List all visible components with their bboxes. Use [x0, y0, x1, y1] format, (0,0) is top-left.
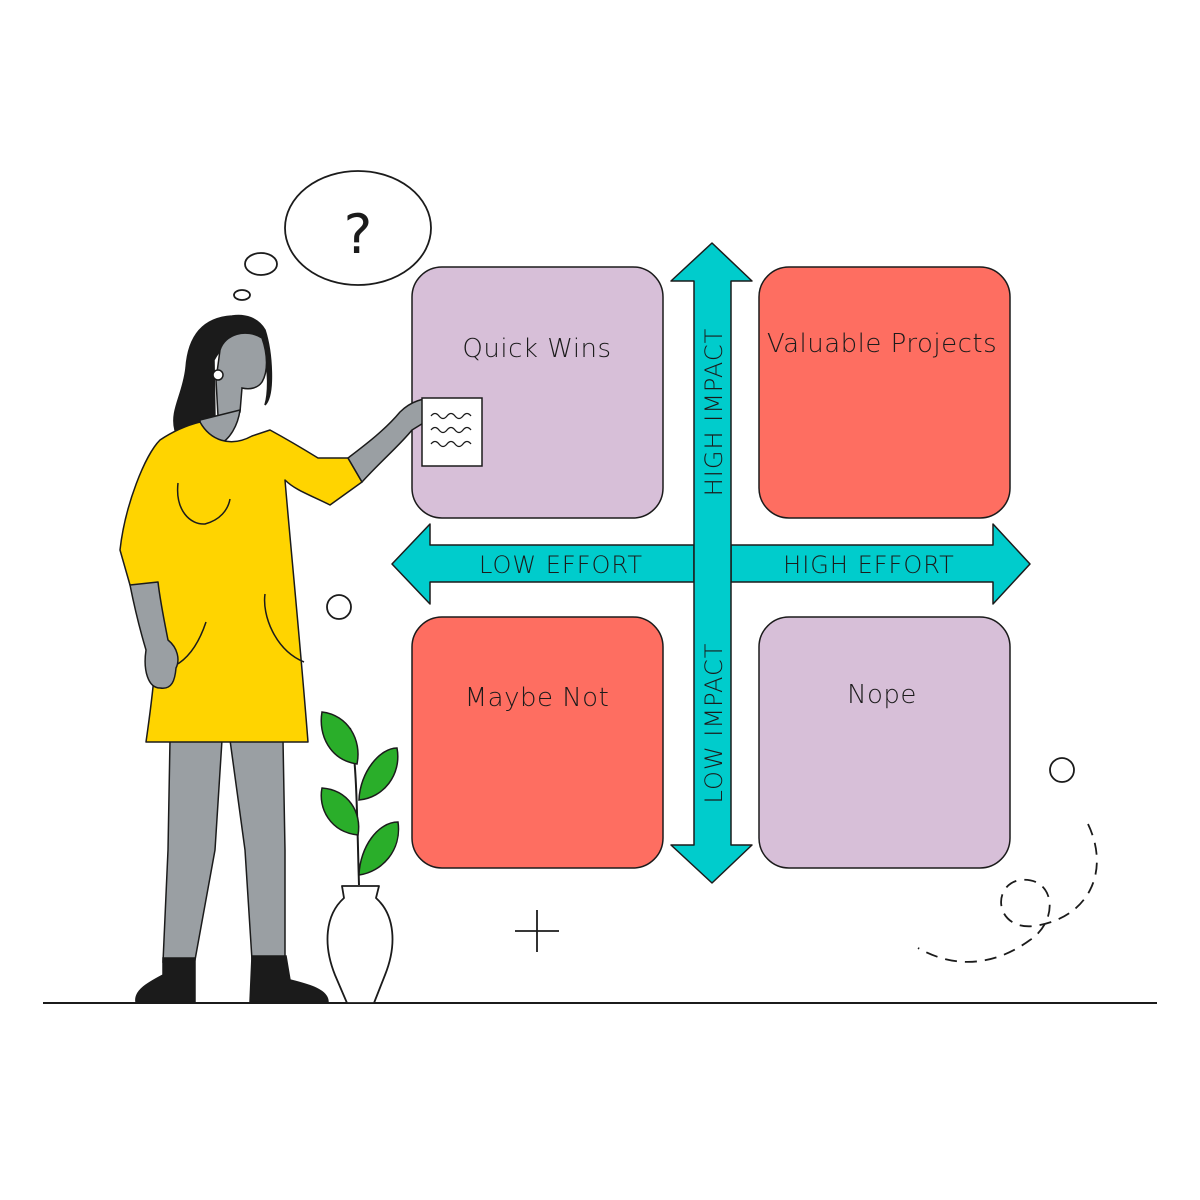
left-shoe [135, 957, 196, 1003]
axis-label-high-impact: HIGH IMPACT [700, 328, 728, 497]
quadrant-label: Quick Wins [462, 334, 611, 364]
axis-label-low-effort: LOW EFFORT [479, 551, 643, 579]
axis-center [695, 546, 730, 581]
quadrant-box [758, 616, 1011, 869]
thought-bubble-main [284, 170, 432, 286]
quadrant-label: Valuable Projects [767, 329, 997, 359]
sticky-note-icon [421, 397, 483, 467]
plant-icon [320, 711, 400, 886]
head [215, 332, 268, 417]
plant-leaf [320, 787, 360, 836]
plant-leaf [358, 821, 400, 876]
circle-sparkle-icon [326, 594, 352, 620]
quadrant-valuable-projects: Valuable Projects [758, 266, 1011, 519]
axis-label-high-effort: HIGH EFFORT [783, 551, 955, 579]
plant-leaf [358, 747, 399, 801]
quadrant-box [411, 266, 664, 519]
dress-seam [176, 482, 231, 525]
thought-bubble-mid [244, 252, 278, 276]
quadrant-maybe-not: Maybe Not [411, 616, 664, 869]
lowered-arm [129, 581, 179, 689]
thought-bubble-small [233, 289, 251, 301]
quadrant-box [411, 616, 664, 869]
plant-leaf [320, 711, 359, 765]
axis-label-low-impact: LOW IMPACT [700, 643, 728, 804]
left-leg [162, 739, 223, 963]
right-leg [229, 739, 286, 961]
quadrant-label: Maybe Not [465, 683, 610, 713]
quadrant-nope: Nope [758, 616, 1011, 869]
plus-sparkle-icon [515, 910, 559, 952]
right-shoe [249, 955, 329, 1003]
quadrant-quick-wins: Quick Wins [411, 266, 664, 519]
earring [212, 369, 224, 381]
thought-bubble-icon: ? [233, 170, 432, 301]
circle-sparkle-icon [1049, 757, 1075, 783]
dashed-path-icon [917, 823, 1098, 963]
vase-icon [326, 885, 394, 1004]
axes-cross: LOW EFFORT HIGH EFFORT HIGH IMPACT LOW I… [391, 242, 1031, 884]
quadrant-box [758, 266, 1011, 519]
person-figure [119, 314, 439, 1003]
question-mark: ? [344, 203, 373, 266]
quadrant-label: Nope [847, 680, 917, 710]
dress-pocket [263, 593, 305, 663]
